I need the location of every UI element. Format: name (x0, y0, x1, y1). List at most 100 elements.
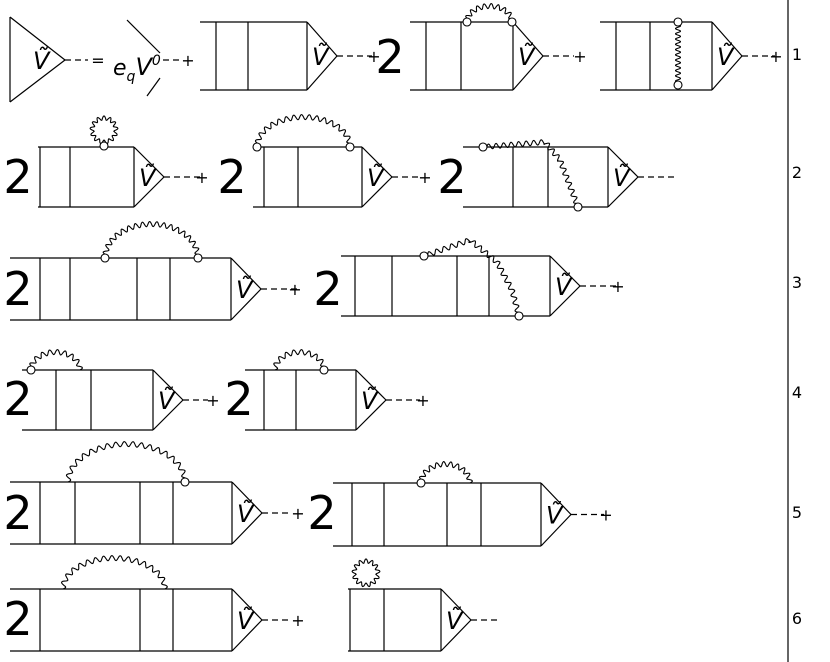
photon-arc (102, 221, 201, 259)
vertex-edge-bottom (146, 77, 161, 97)
vertex-label: Ṽ (361, 385, 379, 415)
vertex-edge-bottom (711, 55, 743, 91)
vertex-edge-top (126, 19, 161, 54)
plus-sign: + (291, 611, 304, 630)
vertex-label: Ṽ (546, 500, 564, 530)
plus-sign: + (573, 47, 586, 66)
plus-sign: + (181, 51, 194, 70)
vertex-label: Ṽ (237, 498, 255, 528)
vertex-dot (673, 17, 683, 27)
diagram-3a: Ṽ+ (10, 221, 302, 321)
row-1: Ṽ=eqV0+ (9, 16, 195, 103)
coefficient-2: 2 (3, 486, 32, 540)
vertex-edge-bottom (355, 399, 387, 431)
vertex-edge-top (231, 588, 263, 621)
vertex-edge-bottom (230, 288, 262, 321)
vertex-dot (345, 142, 355, 152)
coefficient-2: 2 (313, 262, 342, 316)
vertex-dot (26, 365, 36, 375)
vertex-edge-top (607, 146, 639, 178)
photon-arc (60, 555, 168, 590)
vertex-dot (514, 311, 524, 321)
diagram-1b: Ṽ+ (410, 3, 587, 91)
vertex-label: Ṽ (518, 41, 536, 71)
row-number-4: 4 (792, 383, 802, 402)
vertex-edge-top (231, 481, 263, 514)
coefficient-2: 2 (3, 262, 32, 316)
vertex-label: Ṽ (613, 162, 631, 192)
photon-arc (273, 349, 327, 371)
vertex-edge-bottom (306, 55, 338, 91)
vertex-dot (478, 142, 488, 152)
vertex-dot (319, 365, 329, 375)
subscript: q (127, 69, 136, 85)
diagram-5a: Ṽ+ (10, 441, 305, 545)
bare-vertex-label: eqV0 (113, 53, 161, 85)
vertex-label: Ṽ (236, 274, 254, 304)
vertex-label: Ṽ (139, 162, 157, 192)
row-number-6: 6 (792, 609, 802, 628)
coefficient-2: 2 (307, 486, 336, 540)
vertex-dot (180, 477, 190, 487)
vertex-dot (416, 478, 426, 488)
photon-arc (29, 349, 83, 371)
vertex-dot (100, 253, 110, 263)
diagram-4b: Ṽ+ (245, 349, 430, 431)
vertex-dot (252, 142, 262, 152)
diagram-6a: Ṽ+ (10, 555, 305, 652)
vertex-dot (673, 80, 683, 90)
bare-V: V (135, 53, 153, 81)
plus-sign: + (288, 280, 301, 299)
vertex-dot (99, 141, 109, 151)
vertex-edge-top (9, 16, 66, 61)
vertex-edge-top (512, 21, 544, 57)
vertex-dot (419, 251, 429, 261)
photon-arc (254, 114, 353, 148)
vertex-edge-top (549, 255, 581, 287)
row-number-1: 1 (792, 45, 802, 64)
diagram-4a: Ṽ+ (22, 349, 220, 431)
photon-line (423, 238, 522, 317)
tadpole-loop (89, 115, 119, 145)
vertex-label: Ṽ (367, 162, 385, 192)
row-number-2: 2 (792, 163, 802, 182)
plus-sign: + (367, 47, 380, 66)
vertex-edge-top (230, 257, 262, 290)
vertex-label: Ṽ (446, 605, 464, 635)
coefficient-2: 2 (3, 150, 32, 204)
vertex-dot (193, 253, 203, 263)
vertex-edge-top (133, 146, 165, 178)
vertex-edge-bottom (549, 285, 581, 317)
vertex-edge-bottom (607, 176, 639, 208)
photon-arc (65, 441, 188, 483)
diagram-3b: Ṽ+ (341, 238, 625, 321)
diagram-6b: Ṽ (348, 558, 497, 652)
diagram-5b: Ṽ+ (333, 461, 613, 547)
coefficient-2: 2 (3, 592, 32, 646)
superscript: 0 (152, 53, 161, 69)
plus-sign: + (611, 277, 624, 296)
vertex-edge-top (711, 21, 743, 57)
vertex-label: Ṽ (717, 41, 735, 71)
tadpole-loop (351, 558, 381, 588)
photon-arc (418, 461, 473, 484)
coefficient-2: 2 (217, 150, 246, 204)
plus-sign: + (769, 47, 782, 66)
vertex-edge-top (306, 21, 338, 57)
diagram-2a: Ṽ+ (38, 115, 209, 208)
vertex-edge-top (440, 588, 472, 621)
coefficient-2: 2 (3, 372, 32, 426)
vertex-edge-bottom (231, 512, 263, 545)
plus-sign: + (416, 391, 429, 410)
vertex-label: Ṽ (312, 41, 330, 71)
vertex-edge-bottom (133, 176, 165, 208)
plus-sign: + (418, 168, 431, 187)
vertex-label: Ṽ (33, 45, 51, 75)
vertex-dot (507, 17, 517, 27)
coefficient-2: 2 (375, 30, 404, 84)
vertex-label: Ṽ (158, 385, 176, 415)
diagram-1a: Ṽ+ (200, 21, 381, 91)
row-number-5: 5 (792, 503, 802, 522)
